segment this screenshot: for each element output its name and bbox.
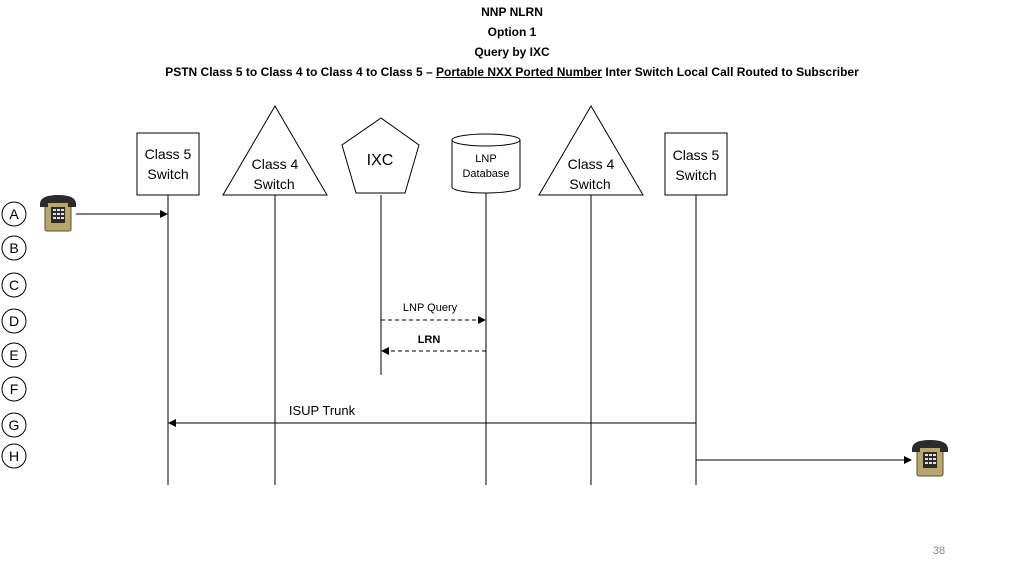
node-class5-left-line2: Switch — [147, 166, 188, 182]
step-marker-h: H — [1, 443, 27, 469]
svg-text:B: B — [9, 240, 18, 256]
node-class5-right: Class 5 Switch — [664, 132, 728, 196]
calling-phone-icon — [39, 194, 77, 232]
node-class4-right-line1: Class 4 — [568, 156, 615, 172]
node-class5-left: Class 5 Switch — [136, 132, 200, 196]
step-marker-c: C — [1, 272, 27, 298]
option-label: Option 1 — [487, 25, 537, 39]
subtitle-underlined: Portable NXX Ported Number — [436, 65, 603, 79]
node-ixc: IXC — [341, 117, 420, 194]
node-class4-right-line2: Switch — [569, 176, 610, 192]
node-class4-right: Class 4 Switch — [538, 105, 644, 196]
svg-text:G: G — [9, 417, 20, 433]
node-class5-right-line2: Switch — [675, 167, 716, 183]
node-class4-left-line1: Class 4 — [252, 156, 299, 172]
step-markers: A B C D E F G H — [1, 201, 27, 469]
step-marker-d: D — [1, 308, 27, 334]
node-ixc-label: IXC — [367, 152, 394, 169]
step-marker-g: G — [1, 412, 27, 438]
label-lrn: LRN — [418, 334, 441, 346]
node-lnp-db-line2: Database — [462, 168, 509, 180]
svg-text:A: A — [9, 206, 19, 222]
step-marker-f: F — [1, 376, 27, 402]
svg-text:H: H — [9, 448, 19, 464]
subtitle-part2: Inter Switch Local Call Routed to Subscr… — [605, 65, 859, 79]
diagram-subtitle: PSTN Class 5 to Class 4 to Class 4 to Cl… — [0, 65, 1024, 79]
step-marker-a: A — [1, 201, 27, 227]
node-class5-left-line1: Class 5 — [145, 146, 192, 162]
step-marker-b: B — [1, 235, 27, 261]
node-lnp-db-line1: LNP — [475, 153, 496, 165]
svg-text:F: F — [10, 381, 19, 397]
label-lnp-query: LNP Query — [403, 302, 458, 314]
node-lnp-database: LNP Database — [451, 133, 521, 194]
label-isup-trunk: ISUP Trunk — [289, 403, 356, 418]
node-class5-right-line1: Class 5 — [673, 147, 720, 163]
node-class4-left: Class 4 Switch — [222, 105, 328, 196]
node-class4-left-line2: Switch — [253, 176, 294, 192]
subtitle-part1: PSTN Class 5 to Class 4 to Class 4 to Cl… — [165, 65, 433, 79]
query-label: Query by IXC — [474, 45, 550, 59]
page-number: 38 — [933, 545, 945, 557]
called-phone-icon — [911, 439, 949, 477]
step-marker-e: E — [1, 342, 27, 368]
diagram-title: NNP NLRN — [481, 5, 543, 19]
svg-text:E: E — [9, 347, 18, 363]
svg-text:D: D — [9, 313, 19, 329]
svg-text:C: C — [9, 277, 19, 293]
